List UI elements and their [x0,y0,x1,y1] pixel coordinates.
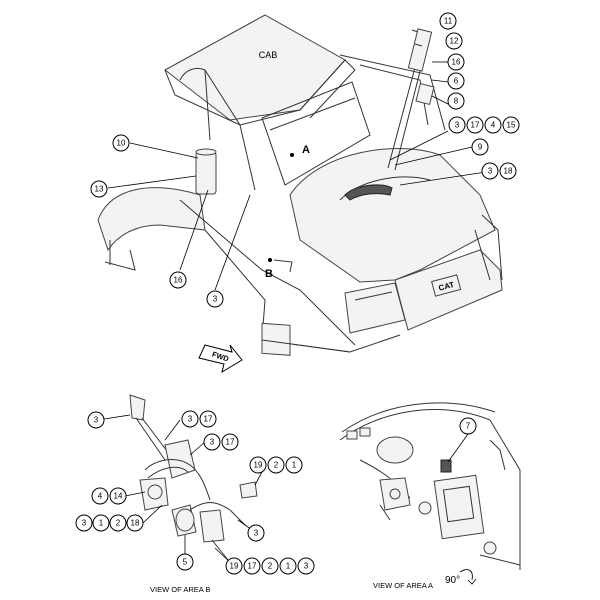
callout-13: 13 [90,180,108,198]
svg-text:3: 3 [213,295,218,304]
callout-b-1-clip: 1 [285,456,303,474]
svg-text:6: 6 [454,77,459,86]
svg-text:2: 2 [274,461,279,470]
rotation-label: 90° [445,575,460,586]
callout-b-2-clip: 2 [267,456,285,474]
callouts: 11 12 16 6 8 3 17 4 15 9 3 18 10 13 16 3… [75,12,520,575]
callout-9: 9 [471,138,489,156]
callout-17-row1: 17 [466,116,484,134]
callout-16b: 16 [169,271,187,289]
svg-text:1: 1 [286,562,291,571]
callout-b-3-bottom: 3 [297,557,315,575]
svg-text:3: 3 [304,562,309,571]
svg-text:5: 5 [183,558,188,567]
svg-text:10: 10 [117,139,126,148]
callout-16a: 16 [447,53,465,71]
svg-text:11: 11 [444,17,453,26]
antenna-mast [387,28,435,171]
svg-text:16: 16 [452,58,461,67]
svg-text:1: 1 [99,519,104,528]
callout-b-19-bottom: 19 [225,557,243,575]
callout-b-17-bottom: 17 [243,557,261,575]
callout-b-2-low: 2 [109,514,127,532]
svg-text:12: 12 [450,37,459,46]
callout-4-row1: 4 [484,116,502,134]
svg-text:7: 7 [466,422,471,431]
callout-b-5: 5 [176,553,194,571]
main-leaders [107,43,487,291]
svg-text:4: 4 [98,492,103,501]
callout-b-17-upper: 17 [199,410,217,428]
callout-3-row2: 3 [481,162,499,180]
callout-3-main: 3 [206,290,224,308]
area-a-marker: A [302,144,310,156]
svg-text:3: 3 [210,438,215,447]
view-b-caption: VIEW OF AREA B [150,585,210,594]
fwd-arrow: FWD [198,344,243,374]
svg-text:18: 18 [504,167,513,176]
svg-text:19: 19 [254,461,263,470]
svg-text:3: 3 [455,121,460,130]
svg-text:15: 15 [507,121,516,130]
svg-text:2: 2 [268,562,273,571]
svg-text:2: 2 [116,519,121,528]
logo-text: CAT [438,280,456,293]
svg-text:9: 9 [478,143,483,152]
svg-text:3: 3 [94,416,99,425]
svg-text:1: 1 [292,461,297,470]
view-a-caption: VIEW OF AREA A [373,581,433,590]
svg-text:3: 3 [488,167,493,176]
svg-text:3: 3 [82,519,87,528]
area-b-leaders [103,414,263,565]
svg-text:17: 17 [204,415,213,424]
svg-text:17: 17 [248,562,257,571]
callout-a-7: 7 [459,417,477,435]
cab-label: CAB [259,50,278,60]
callout-11: 11 [439,12,457,30]
callout-b-3-right: 3 [247,524,265,542]
callout-b-4: 4 [91,487,109,505]
callout-b-17-mid: 17 [221,433,239,451]
svg-text:13: 13 [95,185,104,194]
svg-text:16: 16 [174,276,183,285]
area-b-detail [129,394,258,561]
callout-b-14: 14 [109,487,127,505]
callout-3-row1: 3 [448,116,466,134]
callout-8: 8 [447,92,465,110]
area-a-detail [339,402,521,570]
callout-b-1-bottom: 1 [279,557,297,575]
callout-b-2-bottom: 2 [261,557,279,575]
svg-text:3: 3 [254,529,259,538]
svg-text:17: 17 [226,438,235,447]
svg-text:8: 8 [454,97,459,106]
svg-text:14: 14 [114,492,123,501]
reservoir-bottle [195,148,217,195]
callout-10: 10 [112,134,130,152]
svg-text:17: 17 [471,121,480,130]
callout-18: 18 [499,162,517,180]
callout-12: 12 [445,32,463,50]
callout-b-3-top: 3 [87,411,105,429]
callout-b-19-clip: 19 [249,456,267,474]
svg-text:4: 4 [491,121,496,130]
callout-6: 6 [447,72,465,90]
machine-body: CAT [97,14,503,356]
svg-text:19: 19 [230,562,239,571]
callout-b-3-low: 3 [75,514,93,532]
area-b-marker: B [265,268,273,280]
callout-b-3-upper: 3 [181,410,199,428]
callout-b-3-mid: 3 [203,433,221,451]
callout-15: 15 [502,116,520,134]
callout-b-18: 18 [126,514,144,532]
svg-text:18: 18 [131,519,140,528]
callout-b-1-low: 1 [92,514,110,532]
svg-text:3: 3 [188,415,193,424]
